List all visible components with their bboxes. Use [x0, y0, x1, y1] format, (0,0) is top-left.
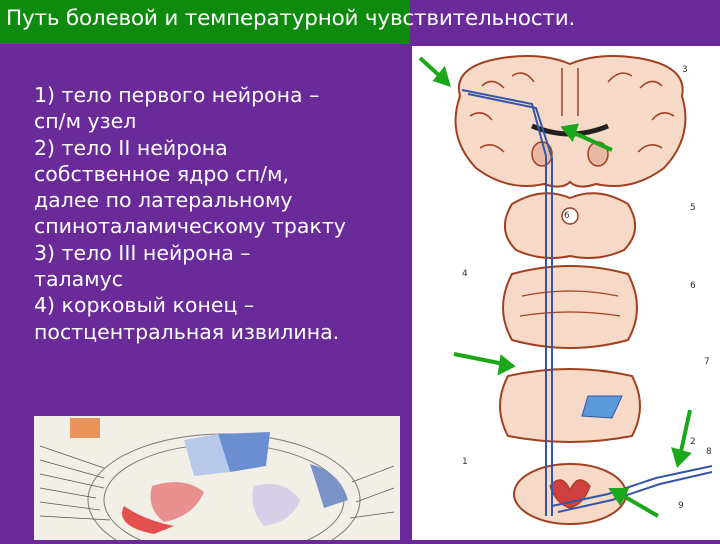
arrow-icon	[608, 488, 660, 518]
slide-title: Путь болевой и температурной чувствитель…	[6, 6, 576, 31]
pathway-lines	[461, 89, 713, 516]
figure-number: 4	[462, 269, 468, 279]
arrow-icon	[671, 409, 692, 468]
structure-number: 6	[564, 211, 570, 221]
figure-number: 9	[678, 501, 684, 511]
body-line: таламус	[34, 267, 124, 292]
pathway-diagram: 6 3	[412, 46, 720, 540]
midbrain-section	[504, 192, 636, 259]
body-line: 4) корковый конец –	[34, 293, 255, 318]
body-line: собственное ядро сп/м,	[34, 161, 289, 186]
cross-section-svg	[34, 416, 400, 544]
body-line: постцентральная извилина.	[34, 319, 340, 344]
title-bar: Путь болевой и температурной чувствитель…	[0, 0, 575, 44]
figure-number: 8	[706, 447, 712, 457]
body-line: 3) тело III нейрона –	[34, 240, 251, 265]
figure-number: 3	[682, 65, 688, 75]
figure-number: 5	[690, 203, 696, 213]
medulla-section	[499, 368, 641, 443]
figure-number: 1	[462, 457, 468, 467]
body-line: 2) тело II нейрона	[34, 135, 228, 160]
brain-section	[454, 55, 687, 188]
body-line: сп/м узел	[34, 109, 137, 134]
arrow-icon	[560, 123, 613, 152]
figure-numbers: 3 5 6 7 8 9 4 1 2	[462, 65, 712, 511]
arrow-icon	[418, 56, 451, 88]
body-line: далее по латеральному	[34, 188, 293, 213]
pathway-diagram-svg: 6 3	[418, 55, 713, 525]
figure-number: 6	[690, 281, 696, 291]
body-text: 1) тело первого нейрона – сп/м узел 2) т…	[34, 82, 406, 345]
figure-number: 7	[704, 357, 710, 367]
body-line: 1) тело первого нейрона –	[34, 83, 320, 107]
figure-number: 2	[690, 437, 696, 447]
spinal-cord-cross-section	[34, 416, 400, 544]
pons-section	[502, 265, 638, 349]
body-line: спиноталамическому тракту	[34, 214, 346, 239]
arrow-icon	[453, 352, 516, 376]
